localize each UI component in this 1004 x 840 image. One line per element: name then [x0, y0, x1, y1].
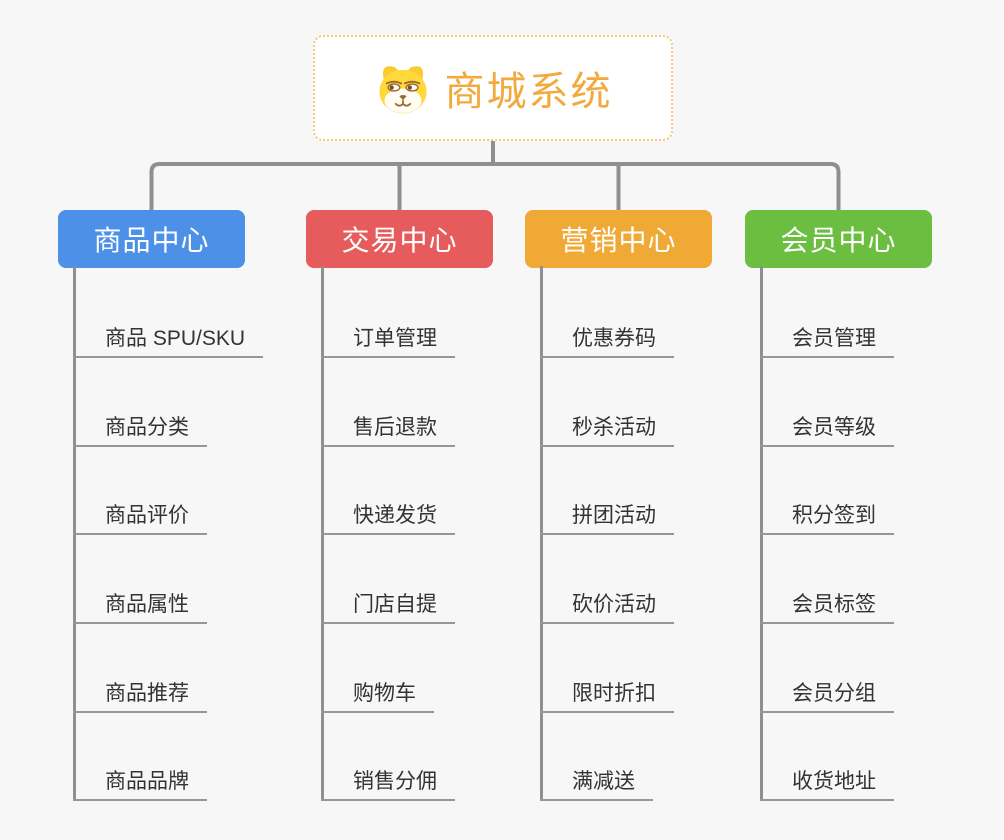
child-topic[interactable]: 会员分组: [760, 675, 894, 713]
child-topic[interactable]: 拼团活动: [540, 497, 674, 535]
child-topic-label: 会员管理: [792, 327, 876, 350]
child-topic[interactable]: 砍价活动: [540, 586, 674, 624]
dog-face-icon: [378, 66, 427, 114]
child-topic-label: 售后退款: [353, 416, 437, 439]
child-topic[interactable]: 购物车: [321, 675, 434, 713]
child-topic-label: 商品属性: [105, 593, 189, 616]
child-topic-label: 商品 SPU/SKU: [105, 327, 246, 350]
root-node[interactable]: 商城系统: [313, 35, 673, 141]
child-topic-label: 限时折扣: [572, 682, 656, 705]
branch-title: 商品中心: [93, 225, 210, 256]
child-topic-label: 积分签到: [792, 504, 876, 527]
branch-title: 交易中心: [341, 225, 458, 256]
child-topic-label: 优惠券码: [572, 327, 656, 350]
child-topic[interactable]: 秒杀活动: [540, 409, 674, 447]
child-topic-label: 商品推荐: [105, 682, 189, 705]
child-topic-label: 会员标签: [792, 593, 876, 616]
child-topic-label: 门店自提: [353, 593, 437, 616]
branch-node[interactable]: 商品中心: [58, 210, 245, 268]
child-topic[interactable]: 会员管理: [760, 320, 894, 358]
child-topic[interactable]: 满减送: [540, 763, 653, 801]
child-topic[interactable]: 会员等级: [760, 409, 894, 447]
child-topic-label: 满减送: [572, 770, 635, 793]
child-topic[interactable]: 收货地址: [760, 763, 894, 801]
child-topic[interactable]: 售后退款: [321, 409, 455, 447]
child-topic[interactable]: 门店自提: [321, 586, 455, 624]
child-topic[interactable]: 会员标签: [760, 586, 894, 624]
root-title: 商城系统: [444, 70, 613, 114]
child-topic-label: 商品分类: [105, 416, 189, 439]
branch-node[interactable]: 营销中心: [525, 210, 712, 268]
branch-title: 营销中心: [560, 225, 677, 256]
child-topic-label: 快递发货: [353, 504, 437, 527]
child-topic-label: 秒杀活动: [572, 416, 656, 439]
child-topic[interactable]: 商品推荐: [73, 675, 207, 713]
child-topic-label: 订单管理: [353, 327, 437, 350]
branch-title: 会员中心: [780, 225, 897, 256]
child-topic-label: 购物车: [353, 682, 416, 705]
child-topic-label: 会员分组: [792, 682, 876, 705]
child-topic-label: 收货地址: [792, 770, 876, 793]
child-topic-label: 商品评价: [105, 504, 189, 527]
child-topic-label: 拼团活动: [572, 504, 656, 527]
child-topic[interactable]: 商品品牌: [73, 763, 207, 801]
branch-node[interactable]: 交易中心: [306, 210, 493, 268]
child-topic[interactable]: 优惠券码: [540, 320, 674, 358]
child-topic-label: 会员等级: [792, 416, 876, 439]
child-topic-label: 砍价活动: [572, 593, 656, 616]
child-topic-label: 商品品牌: [105, 770, 189, 793]
child-topic[interactable]: 商品属性: [73, 586, 207, 624]
child-topic[interactable]: 商品分类: [73, 409, 207, 447]
child-topic-label: 销售分佣: [353, 770, 437, 793]
child-topic[interactable]: 限时折扣: [540, 675, 674, 713]
child-topic[interactable]: 快递发货: [321, 497, 455, 535]
child-topic[interactable]: 订单管理: [321, 320, 455, 358]
child-topic[interactable]: 积分签到: [760, 497, 894, 535]
child-topic[interactable]: 商品 SPU/SKU: [73, 320, 264, 358]
child-topic[interactable]: 销售分佣: [321, 763, 455, 801]
branch-node[interactable]: 会员中心: [745, 210, 932, 268]
child-topic[interactable]: 商品评价: [73, 497, 207, 535]
